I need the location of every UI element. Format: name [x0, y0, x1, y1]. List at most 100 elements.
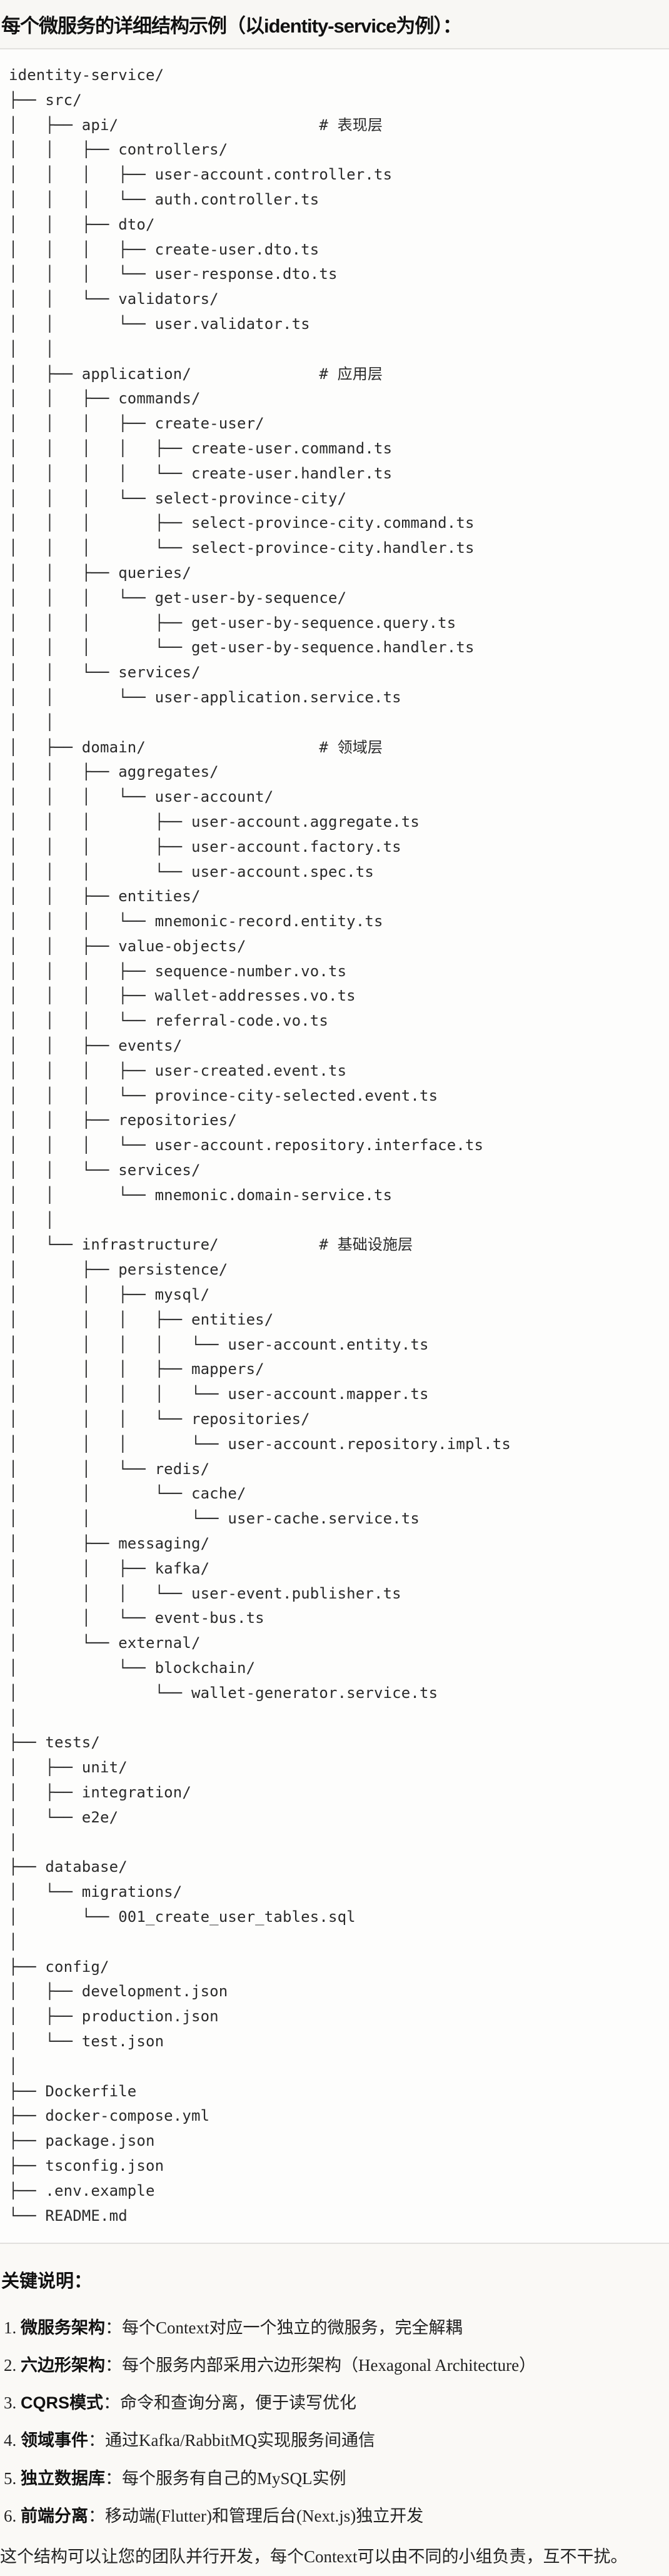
note-item: 6. 前端分离：移动端(Flutter)和管理后台(Next.js)独立开发: [4, 2502, 423, 2527]
tree-line: ├── database/: [9, 1858, 128, 1876]
tree-line: ├── Dockerfile: [9, 2082, 137, 2100]
note-term: 领域事件: [21, 2431, 88, 2450]
tree-line: │ │ │ ├── user-created.event.ts: [9, 1061, 347, 1079]
note-description: ：每个服务有自己的MySQL实例: [105, 2469, 346, 2488]
tree-line: │ └── migrations/: [9, 1883, 183, 1901]
tree-line: │ │ └── user.validator.ts: [9, 315, 310, 333]
tree-line: │ │ │ └── mnemonic-record.entity.ts: [9, 912, 383, 931]
tree-line: │ ├── messaging/: [9, 1535, 210, 1553]
tree-line: │ │: [9, 713, 54, 731]
tree-line: │ │ │ ├── mappers/: [9, 1360, 264, 1378]
tree-line: │ │ │ ├── wallet-addresses.vo.ts: [9, 987, 356, 1005]
tree-line: │ │ └── user-application.service.ts: [9, 688, 401, 706]
note-number: 1.: [4, 2318, 21, 2337]
tree-line: ├── tests/: [9, 1734, 100, 1752]
tree-line: │ │ └── user-cache.service.ts: [9, 1510, 420, 1528]
code-block: identity-service/ ├── src/ │ ├── api/ # 表现…: [0, 49, 669, 2243]
tree-line: │ │ │ └── get-user-by-sequence/: [9, 588, 347, 607]
tree-line: │ │ └── validators/: [9, 290, 219, 308]
tree-line: │ │ │ └── user-account/: [9, 788, 274, 806]
tree-line: │ │ │ └── user-account.repository.impl.t…: [9, 1435, 511, 1453]
note-item: 1. 微服务架构：每个Context对应一个独立的微服务，完全解耦: [4, 2314, 463, 2338]
note-description: ：通过Kafka/RabbitMQ实现服务间通信: [88, 2431, 375, 2450]
tree-line: │ │ └── event-bus.ts: [9, 1609, 264, 1627]
summary-text: 这个结构可以让您的团队并行开发，每个Context可以由不同的小组负责，互不干扰…: [0, 2547, 628, 2566]
tree-line: │ └── test.json: [9, 2032, 164, 2050]
note-number: 5.: [4, 2469, 21, 2488]
tree-line: │ │ │ ├── create-user/: [9, 415, 264, 433]
tree-line: │ │ │ └── province-city-selected.event.t…: [9, 1086, 438, 1104]
tree-line: │ │: [9, 1211, 54, 1229]
note-number: 3.: [4, 2393, 21, 2412]
tree-line: │ │ │ ├── create-user.dto.ts: [9, 240, 319, 258]
note-term: 独立数据库: [21, 2469, 105, 2488]
tree-line: ├── .env.example: [9, 2181, 155, 2200]
tree-line: ├── src/: [9, 91, 82, 109]
tree-line: │ │ ├── commands/: [9, 390, 201, 408]
tree-line: │ │ └── mnemonic.domain-service.ts: [9, 1186, 393, 1204]
tree-line: │ │ │ └── repositories/: [9, 1410, 310, 1428]
tree-line: │ │ ├── kafka/: [9, 1559, 210, 1577]
tree-line: │ │ ├── entities/: [9, 887, 201, 906]
note-term: 六边形架构: [21, 2356, 105, 2375]
section-header: 每个微服务的详细结构示例（以identity-service为例）：: [0, 0, 669, 49]
tree-line: │ │ │ ├── get-user-by-sequence.query.ts: [9, 614, 456, 632]
note-number: 2.: [4, 2356, 21, 2375]
tree-line: │: [9, 1709, 18, 1727]
tree-line: │ │ │ └── get-user-by-sequence.handler.t…: [9, 639, 475, 657]
tree-line: │ │ │ └── user-response.dto.ts: [9, 265, 338, 283]
note-number: 6.: [4, 2507, 21, 2525]
note-term: 微服务架构: [21, 2318, 105, 2337]
tree-line: │ │ └── services/: [9, 664, 201, 682]
tree-line: │ └── blockchain/: [9, 1659, 256, 1677]
tree-line: │ │ │ ├── user-account.factory.ts: [9, 837, 401, 856]
tree-line: │ ├── integration/: [9, 1783, 191, 1801]
tree-line: │ │ │ │ └── create-user.handler.ts: [9, 464, 393, 482]
note-item: 4. 领域事件：通过Kafka/RabbitMQ实现服务间通信: [4, 2427, 375, 2451]
tree-line: │ │ │ ├── sequence-number.vo.ts: [9, 962, 347, 980]
note-item: 3. CQRS模式：命令和查询分离，便于读写优化: [4, 2389, 356, 2413]
tree-line: │ │ │ └── user-account.spec.ts: [9, 862, 374, 881]
tree-line: │: [9, 1833, 18, 1851]
note-description: ：每个服务内部采用六边形架构（Hexagonal Architecture）: [105, 2356, 536, 2375]
note-description: ：命令和查询分离，便于读写优化: [103, 2393, 357, 2412]
tree-line: │ │ │ └── auth.controller.ts: [9, 190, 319, 208]
note-description: ：移动端(Flutter)和管理后台(Next.js)独立开发: [88, 2507, 424, 2525]
tree-line: │ │ │ └── select-province-city/: [9, 489, 347, 507]
tree-line: identity-service/: [9, 66, 164, 84]
note-description: ：每个Context对应一个独立的微服务，完全解耦: [105, 2318, 463, 2337]
tree-line: │ │ ├── queries/: [9, 563, 191, 582]
tree-line: │ └── external/: [9, 1634, 201, 1652]
tree-line: │ ├── api/ # 表现层: [9, 116, 383, 134]
tree-line: ├── package.json: [9, 2132, 155, 2150]
tree-line: │ ├── persistence/: [9, 1261, 228, 1279]
tree-line: │ │ │ └── select-province-city.handler.t…: [9, 539, 475, 557]
page-title: 每个微服务的详细结构示例（以identity-service为例）：: [1, 15, 462, 37]
tree-line: │ │ │ │ └── user-account.entity.ts: [9, 1335, 429, 1353]
note-item: 5. 独立数据库：每个服务有自己的MySQL实例: [4, 2465, 346, 2489]
tree-line: │: [9, 2057, 18, 2075]
tree-line: │ └── wallet-generator.service.ts: [9, 1684, 438, 1702]
tree-line: │ │ └── services/: [9, 1161, 201, 1179]
tree-line: │ │: [9, 340, 54, 358]
tree-line: │ ├── application/ # 应用层: [9, 365, 383, 383]
tree-line: │ ├── production.json: [9, 2008, 219, 2026]
directory-tree: identity-service/ ├── src/ │ ├── api/ # 表现…: [9, 63, 511, 2228]
tree-line: └── README.md: [9, 2206, 128, 2225]
tree-line: │ ├── domain/ # 领域层: [9, 738, 383, 756]
tree-line: │ │ └── redis/: [9, 1460, 210, 1478]
tree-line: │ │ ├── value-objects/: [9, 937, 246, 955]
tree-line: │ │ │ └── user-account.repository.interf…: [9, 1136, 484, 1154]
tree-line: │ └── infrastructure/ # 基础设施层: [9, 1236, 413, 1254]
tree-line: │ │ │ ├── entities/: [9, 1310, 274, 1328]
tree-line: │ │ ├── repositories/: [9, 1111, 237, 1129]
tree-line: │ │ ├── mysql/: [9, 1286, 210, 1304]
note-term: CQRS模式: [21, 2393, 104, 2412]
tree-line: │ │ ├── dto/: [9, 215, 155, 233]
tree-line: │ │ │ └── referral-code.vo.ts: [9, 1012, 328, 1030]
tree-line: │ │ ├── aggregates/: [9, 763, 219, 781]
note-number: 4.: [4, 2431, 21, 2450]
tree-line: │ │ │ │ └── user-account.mapper.ts: [9, 1385, 429, 1403]
tree-line: │ ├── unit/: [9, 1759, 128, 1777]
tree-line: │ └── e2e/: [9, 1808, 119, 1826]
